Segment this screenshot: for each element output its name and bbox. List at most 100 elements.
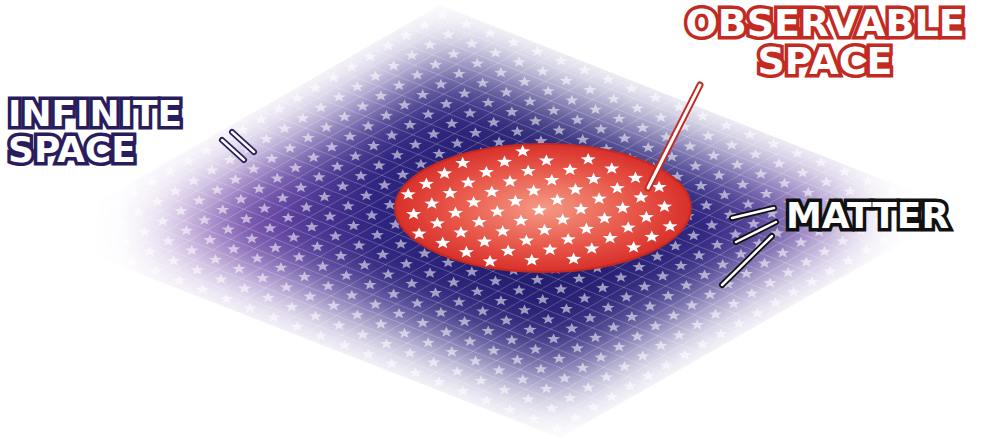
matter-star	[631, 331, 644, 341]
matter-star	[818, 246, 831, 256]
matter-star	[314, 330, 327, 340]
matter-star	[405, 50, 418, 60]
matter-star	[459, 246, 474, 258]
matter-star	[172, 275, 185, 285]
matter-star	[214, 274, 227, 284]
matter-star	[458, 316, 471, 326]
infinite-space-label: INFINITE SPACE	[8, 96, 248, 168]
matter-star	[409, 139, 422, 149]
matter-star	[842, 255, 855, 265]
matter-star	[589, 104, 602, 114]
matter-star	[369, 71, 382, 81]
matter-star	[536, 294, 549, 304]
matter-star	[460, 19, 473, 29]
matter-star	[278, 123, 291, 133]
matter-star	[529, 116, 542, 126]
matter-star	[662, 290, 675, 300]
matter-star	[583, 313, 596, 323]
matter-star	[731, 159, 744, 169]
matter-star	[551, 423, 564, 433]
matter-star	[589, 332, 602, 342]
matter-star	[291, 321, 304, 331]
matter-star	[678, 349, 691, 359]
matter-star	[696, 111, 709, 121]
matter-star	[794, 237, 807, 247]
matter-star	[192, 195, 205, 205]
matter-star	[649, 321, 662, 331]
matter-star	[524, 254, 539, 266]
matter-star	[542, 86, 555, 96]
matter-star	[385, 358, 398, 368]
matter-star	[500, 315, 513, 325]
matter-star	[584, 242, 599, 254]
matter-star	[340, 270, 353, 280]
matter-star	[360, 190, 373, 200]
matter-star	[512, 285, 525, 295]
matter-star	[429, 287, 442, 297]
matter-star	[649, 92, 662, 102]
matter-star	[642, 370, 655, 380]
matter-star	[437, 167, 452, 179]
matter-star	[544, 174, 559, 186]
matter-star	[495, 225, 510, 237]
grid-line	[371, 134, 771, 364]
matter-star	[287, 232, 300, 242]
matter-star	[582, 382, 595, 392]
matter-star	[380, 338, 393, 348]
matter-star	[422, 337, 435, 347]
matter-star	[187, 175, 200, 185]
matter-star	[323, 211, 336, 221]
matter-star	[747, 218, 760, 228]
matter-star	[644, 231, 659, 243]
matter-star	[539, 154, 554, 166]
matter-star	[565, 95, 578, 105]
matter-star	[594, 352, 607, 362]
matter-star	[700, 200, 713, 210]
matter-star	[305, 221, 318, 231]
matter-star	[523, 96, 536, 106]
matter-star	[489, 276, 502, 286]
matter-star	[232, 263, 245, 273]
matter-star	[429, 59, 442, 69]
matter-star	[521, 165, 536, 177]
matter-star	[687, 230, 700, 240]
matter-star	[487, 117, 500, 127]
matter-star	[674, 260, 687, 270]
matter-star	[447, 49, 460, 59]
matter-star	[452, 297, 465, 307]
matter-star	[484, 186, 499, 198]
matter-star	[198, 215, 211, 225]
matter-star	[382, 269, 395, 279]
matter-star	[263, 223, 276, 233]
matter-star	[685, 300, 698, 310]
matter-star	[342, 201, 355, 211]
matter-star	[378, 180, 391, 190]
matter-star	[362, 121, 375, 131]
matter-star	[672, 330, 685, 340]
matter-star	[749, 149, 762, 159]
matter-star	[409, 367, 422, 377]
matter-star	[285, 301, 298, 311]
matter-star	[401, 188, 416, 200]
matter-star	[656, 271, 669, 281]
matter-star	[347, 220, 360, 230]
matter-star	[396, 169, 409, 179]
matter-star	[309, 311, 322, 321]
matter-star	[380, 110, 393, 120]
matter-star	[369, 299, 382, 309]
matter-star	[314, 102, 327, 112]
matter-star	[625, 83, 638, 93]
matter-star	[623, 381, 636, 391]
matter-star	[482, 255, 497, 267]
matter-star	[760, 188, 773, 198]
matter-star	[461, 176, 476, 188]
matter-star	[236, 124, 249, 134]
matter-star	[642, 142, 655, 152]
matter-star	[451, 138, 464, 148]
matter-star	[422, 109, 435, 119]
matter-star	[554, 284, 567, 294]
matter-star	[631, 103, 644, 113]
matter-star	[667, 310, 680, 320]
matter-star	[638, 281, 651, 291]
matter-star	[862, 175, 875, 185]
